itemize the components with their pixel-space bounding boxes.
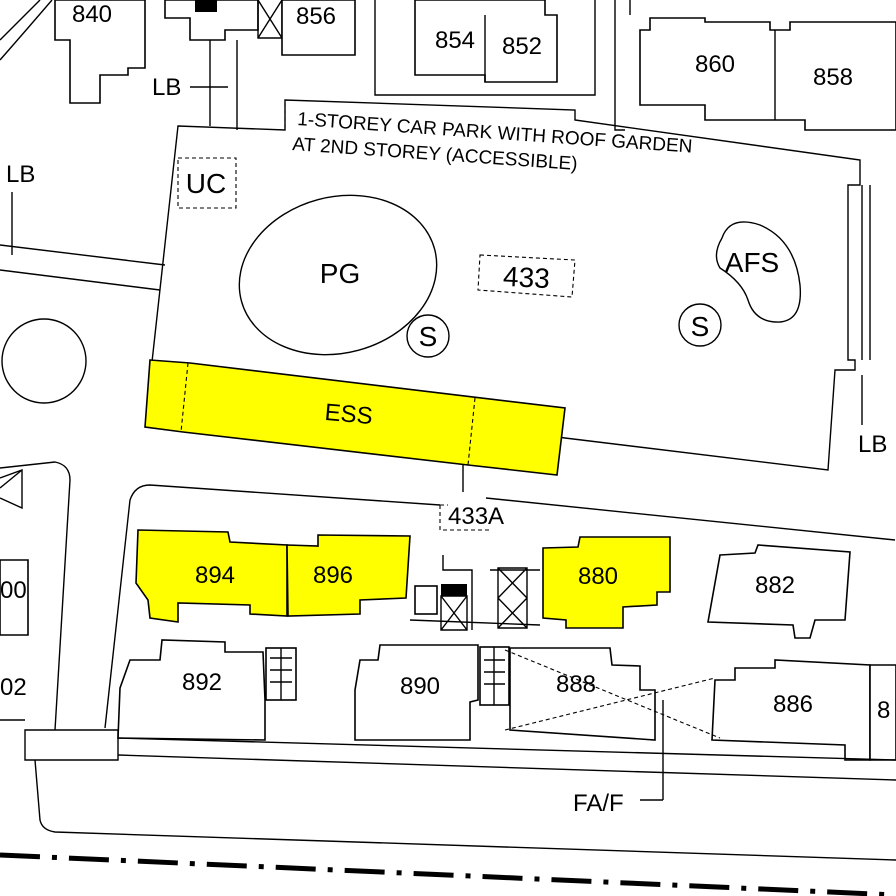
road-left-horizontal [0, 244, 166, 291]
label-854: 854 [435, 27, 475, 54]
carpark-right-edge [861, 185, 871, 360]
label-880: 880 [578, 563, 618, 590]
uc-box [177, 157, 237, 209]
block-840 [54, 0, 146, 104]
lift-dark [195, 0, 217, 12]
box-433a [439, 504, 490, 531]
linkway-cross [504, 649, 721, 739]
label-858: 858 [813, 64, 853, 91]
block-856 [281, 0, 356, 56]
block-888 [509, 647, 656, 741]
block-892 [117, 639, 266, 741]
roundabout [1, 318, 87, 404]
label-894: 894 [195, 562, 235, 589]
corridor [409, 619, 541, 626]
block-882 [707, 544, 851, 639]
label-lb-top: LB [152, 74, 181, 101]
label-860: 860 [695, 51, 735, 78]
label-856: 856 [296, 3, 336, 30]
left-block [0, 559, 29, 636]
label-892: 892 [182, 669, 222, 696]
block-880 [542, 536, 671, 629]
label-02: 02 [0, 674, 27, 701]
lift-dark-2 [441, 584, 467, 596]
label-uc: UC [186, 168, 226, 199]
road-curve [0, 0, 41, 41]
block-894 [135, 529, 288, 623]
road-lower [104, 484, 896, 729]
road-bottom-3 [34, 759, 896, 861]
label-840: 840 [72, 1, 112, 28]
lift-box-856 [257, 0, 283, 39]
label-882: 882 [755, 572, 795, 599]
lift-shaft [497, 567, 528, 629]
lift-box-2 [440, 595, 468, 631]
label-faf: FA/F [573, 790, 624, 817]
block-896 [286, 534, 411, 617]
label-890: 890 [400, 673, 440, 700]
road-bottom-1 [24, 729, 119, 761]
road-left-vert [209, 40, 238, 130]
label-s-2: S [691, 311, 710, 342]
block-854-852 [414, 0, 558, 83]
road-top [374, 0, 596, 96]
label-s-1: S [419, 321, 438, 352]
label-8-partial: 8 [877, 697, 890, 724]
road-bottom-2 [117, 737, 896, 781]
playground [238, 194, 438, 356]
shelter-circle-1 [406, 314, 450, 358]
road-curve-inner [0, 0, 53, 61]
afs-area [715, 221, 802, 323]
label-00: 00 [0, 577, 27, 604]
shelter-circle-2 [678, 303, 722, 347]
label-896: 896 [313, 562, 353, 589]
block-890 [354, 644, 479, 741]
small-box [414, 585, 438, 615]
block-860-858 [639, 17, 896, 131]
label-433: 433 [502, 261, 550, 294]
box-433 [477, 254, 576, 298]
label-lb-right: LB [858, 431, 887, 458]
connector-line [442, 555, 540, 630]
label-afs: AFS [725, 247, 779, 278]
label-852: 852 [502, 33, 542, 60]
left-triangle [0, 469, 23, 510]
label-433a: 433A [448, 503, 504, 530]
block-edge-right [869, 664, 896, 761]
label-lb-left: LB [6, 161, 35, 188]
road-top-right [614, 0, 625, 131]
label-ess: ESS [324, 399, 374, 430]
left-road-curve [0, 461, 71, 731]
block-ess [144, 359, 566, 476]
label-pg: PG [320, 258, 360, 289]
boundary-line [0, 852, 896, 896]
label-886: 886 [773, 691, 813, 718]
carpark-outline [149, 99, 861, 471]
